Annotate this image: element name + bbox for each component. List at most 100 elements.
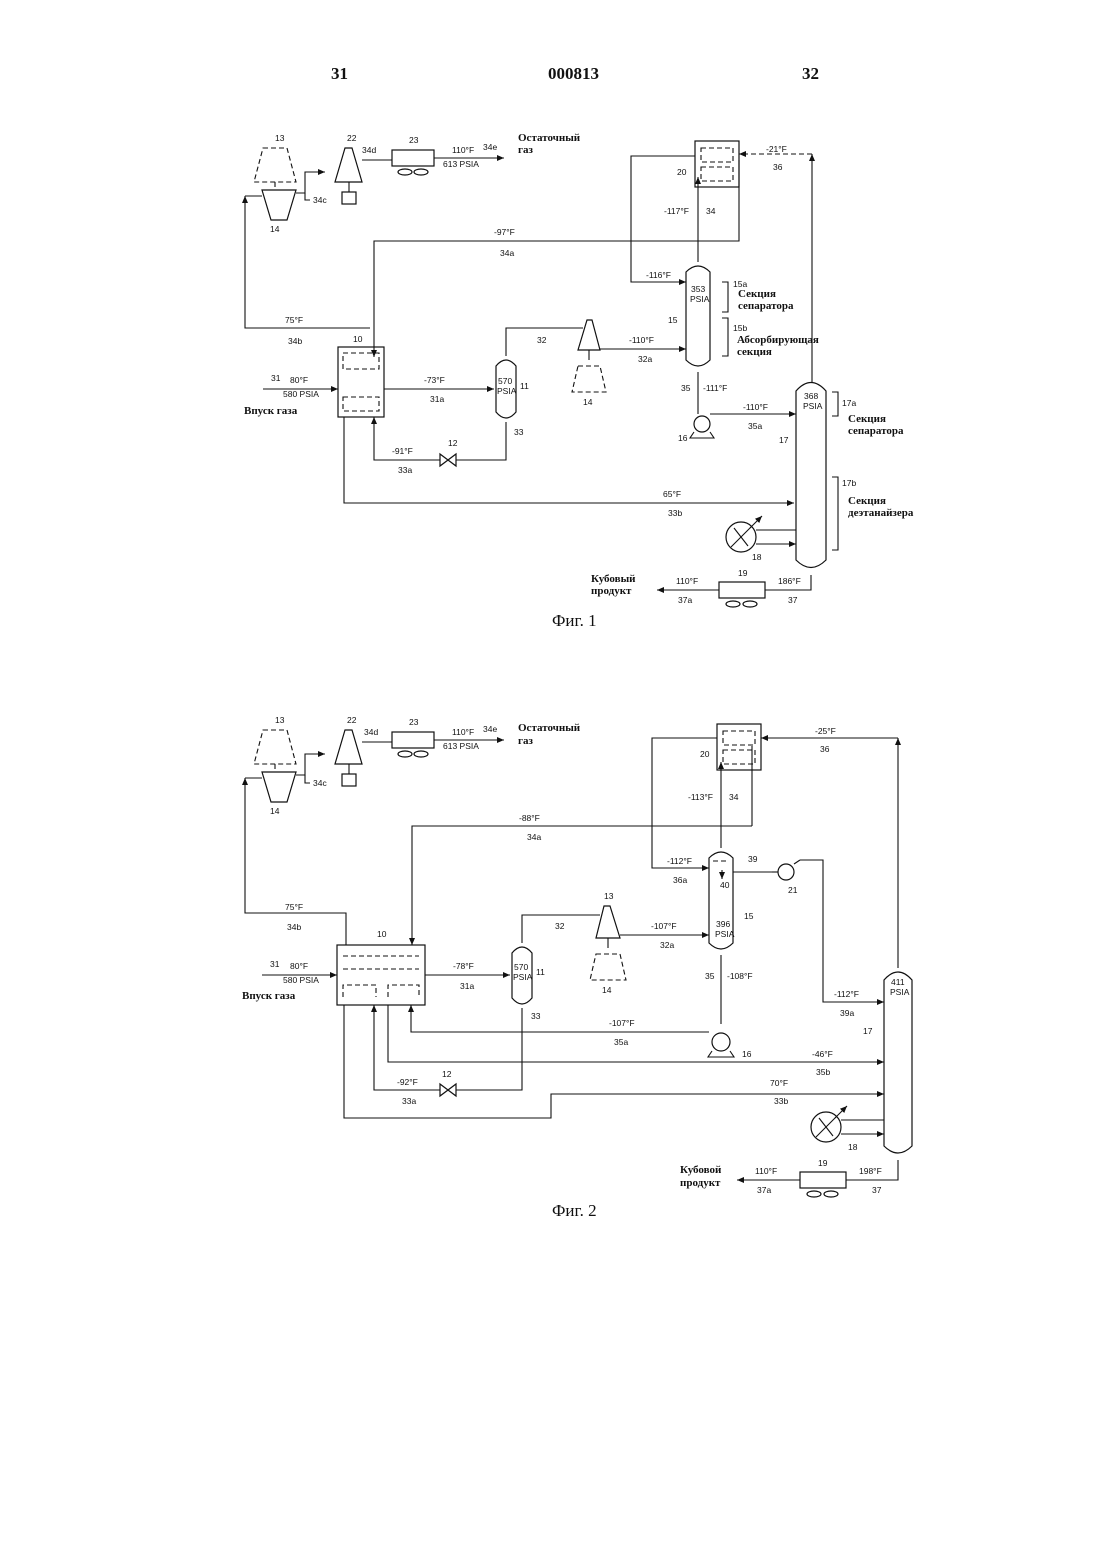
fig2-bottoms-line2: продукт <box>680 1177 721 1189</box>
fig1-temp-34a: -97°F <box>494 227 515 237</box>
fig2-air-cooler-23-icon <box>392 732 434 757</box>
fig2-press-15-unit: PSIA <box>715 929 735 939</box>
reboiler-18-icon <box>726 516 762 552</box>
fig1-press-11-unit: PSIA <box>497 386 517 396</box>
fig2-temp-36a: -112°F <box>667 856 692 866</box>
fig2-press-11-unit: PSIA <box>513 972 533 982</box>
fig1-residue-gas-line1: Остаточный <box>518 132 581 144</box>
fig1-stream-36: 36 <box>773 162 783 172</box>
fig2-label-13: 13 <box>275 715 285 725</box>
fig2-temp-31: 80°F <box>290 961 308 971</box>
fig1-label-20: 20 <box>677 167 687 177</box>
fig2-label-11: 11 <box>536 967 545 977</box>
fig2-stream-34c: 34c <box>313 778 327 788</box>
fig2-temp-34: -113°F <box>688 792 713 802</box>
fig2-stream-33: 33 <box>531 1011 541 1021</box>
fig2-bottoms-line1: Кубовой <box>680 1164 722 1176</box>
fig2-temp-34e: 110°F <box>452 727 474 737</box>
fig2-label-20: 20 <box>700 749 710 759</box>
fig2-temp-37: 198°F <box>859 1166 882 1176</box>
fig1-stream-31: 31 <box>271 373 281 383</box>
fig1-stream-34c: 34c <box>313 195 327 205</box>
fig2-stream-33b: 33b <box>774 1096 788 1106</box>
fig2-press-31: 580 PSIA <box>283 975 319 985</box>
fig1-stream-34: 34 <box>706 206 716 216</box>
fig2-stream-37a: 37a <box>757 1185 771 1195</box>
fig1-temp-31a: -73°F <box>424 375 445 385</box>
fig1-temp-37: 186°F <box>778 576 801 586</box>
fig2-press-15: 396 <box>716 919 730 929</box>
fig2-temp-32a: -107°F <box>651 921 677 931</box>
fig1-deethanizer-line2: деэтанайзера <box>848 507 914 519</box>
expander-14-icon <box>262 190 296 220</box>
fig2-pump-21-icon <box>772 860 800 880</box>
fig2-press-17: 411 <box>891 977 905 987</box>
fig2-expander-14-icon <box>262 772 296 802</box>
fig1-stream-37a: 37a <box>678 595 692 605</box>
fig2-stream-34a: 34a <box>527 832 541 842</box>
fig1-stream-32a: 32a <box>638 354 652 364</box>
fig1-temp-33a: -91°F <box>392 446 413 456</box>
fig2-label-23: 23 <box>409 717 419 727</box>
fig1-label-17b: 17b <box>842 478 856 488</box>
fig2-temp-35a: -107°F <box>609 1018 635 1028</box>
fig2-stream-34e: 34e <box>483 724 497 734</box>
fig1-press-31: 580 PSIA <box>283 389 319 399</box>
fig2-temp-35b: -46°F <box>812 1049 833 1059</box>
fig1-temp-32a: -110°F <box>629 335 654 345</box>
fig2-compressor-22-icon <box>335 730 362 786</box>
fig1-stream-34e: 34e <box>483 142 497 152</box>
fig2-label-14b: 14 <box>602 985 612 995</box>
fig2-label-21: 21 <box>788 885 798 895</box>
fig2-stream-39: 39 <box>748 854 758 864</box>
fig1-label-15: 15 <box>668 315 678 325</box>
figure-2: 13 14 22 23 34d 110°F 34e 613 PSIA Остат… <box>242 715 912 1220</box>
fig1-residue-gas-line2: газ <box>518 144 533 156</box>
fig2-stream-31a: 31a <box>460 981 474 991</box>
fig1-label-22: 22 <box>347 133 357 143</box>
fig2-temp-34a: -88°F <box>519 813 540 823</box>
fig2-label-12: 12 <box>442 1069 452 1079</box>
fig1-separator-section-line1: Секция <box>738 288 776 300</box>
heat-exchanger-10-icon <box>338 347 384 417</box>
fig1-temp-34: -117°F <box>664 206 689 216</box>
fig1-press-15: 353 <box>691 284 705 294</box>
expander-14-mid-icon <box>572 320 606 392</box>
fig2-stream-35: 35 <box>705 971 715 981</box>
fig1-stream-37: 37 <box>788 595 798 605</box>
fig1-label-15b: 15b <box>733 323 747 333</box>
fig2-stream-39a: 39a <box>840 1008 854 1018</box>
fig2-press-34e: 613 PSIA <box>443 741 479 751</box>
fig1-label-17a: 17a <box>842 398 856 408</box>
fig2-stream-33a: 33a <box>402 1096 416 1106</box>
fig2-temp-33a: -92°F <box>397 1077 418 1087</box>
fig1-label-17: 17 <box>779 435 789 445</box>
fig1-temp-36: -21°F <box>766 144 787 154</box>
fig1-press-17-unit: PSIA <box>803 401 823 411</box>
pump-16-icon <box>690 416 714 438</box>
fig2-heat-exchanger-20-icon <box>717 724 761 770</box>
fig2-stream-34b: 34b <box>287 922 301 932</box>
fig2-label-22: 22 <box>347 715 357 725</box>
fig1-stream-33a: 33a <box>398 465 412 475</box>
fig1-stream-35a: 35a <box>748 421 762 431</box>
fig1-label-12: 12 <box>448 438 458 448</box>
fig2-stream-35b: 35b <box>816 1067 830 1077</box>
fig2-label-16: 16 <box>742 1049 752 1059</box>
fig1-stream-33b: 33b <box>668 508 682 518</box>
fig1-stream-33: 33 <box>514 427 524 437</box>
fig2-temp-35: -108°F <box>727 971 753 981</box>
fig1-label-23: 23 <box>409 135 419 145</box>
fig2-cooler-19-icon <box>800 1172 846 1197</box>
fig1-press-11: 570 <box>498 376 512 386</box>
fig2-residue-gas-line1: Остаточный <box>518 722 581 734</box>
fig2-stream-34: 34 <box>729 792 739 802</box>
fig2-label-17: 17 <box>863 1026 873 1036</box>
fig2-gas-inlet-label: Впуск газа <box>242 990 296 1002</box>
fig2-stream-32a: 32a <box>660 940 674 950</box>
fig1-label-14b: 14 <box>583 397 593 407</box>
fig1-stream-32: 32 <box>537 335 547 345</box>
fig1-temp-33b: 65°F <box>663 489 681 499</box>
fig1-bottoms-line2: продукт <box>591 585 632 597</box>
